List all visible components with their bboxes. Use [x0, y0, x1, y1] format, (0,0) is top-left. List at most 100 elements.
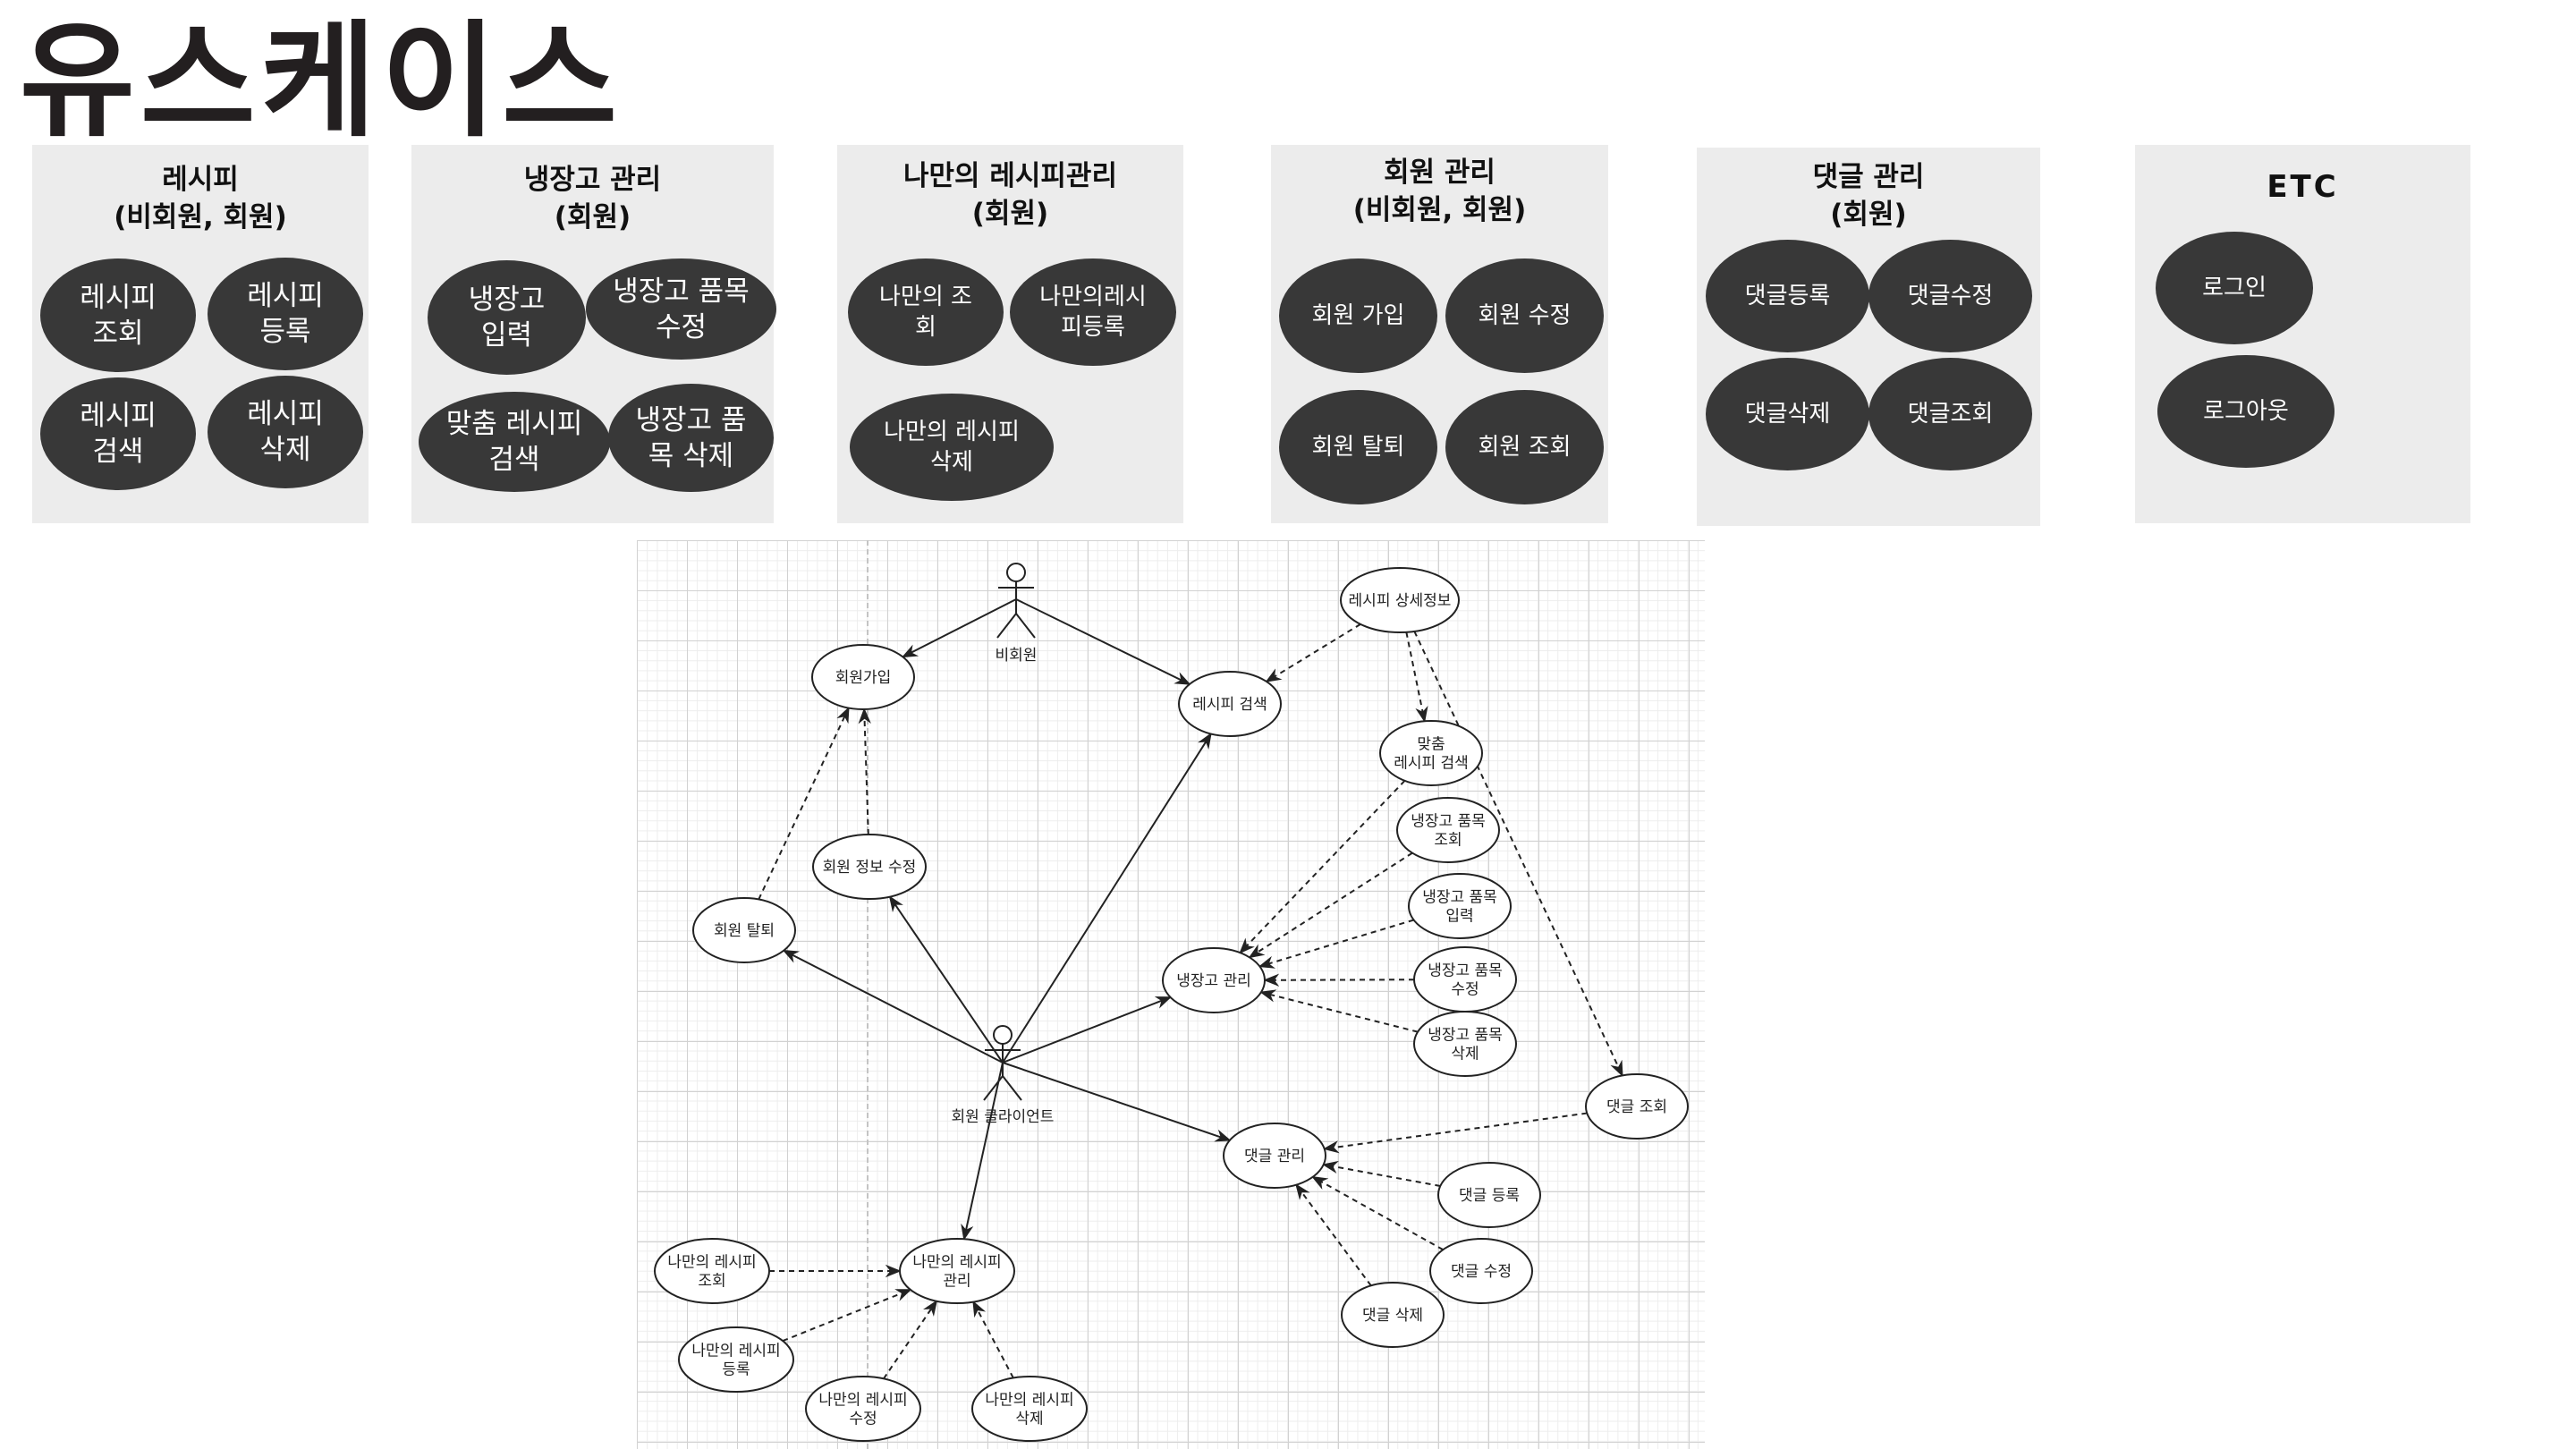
dependency-edge — [1405, 631, 1428, 724]
use-case-ellipse[interactable] — [812, 834, 927, 900]
use-case-member-edit[interactable]: 회원 수정 — [1445, 258, 1604, 373]
use-case-node[interactable]: 댓글 관리 — [1223, 1123, 1326, 1189]
use-case-login[interactable]: 로그인 — [2156, 232, 2313, 344]
use-case-comment-delete[interactable]: 댓글삭제 — [1706, 358, 1869, 470]
use-case-recipe-search[interactable]: 레시피 검색 — [40, 377, 196, 490]
group-title: 댓글 관리 (회원) — [1697, 158, 2040, 233]
use-case-node[interactable]: 레시피 검색 — [1178, 671, 1282, 737]
use-case-member-view[interactable]: 회원 조회 — [1445, 390, 1604, 504]
use-case-label: 냉장고 품목 — [1411, 813, 1486, 831]
dependency-edge — [1321, 1160, 1441, 1187]
use-case-label: 댓글 조회 — [1606, 1098, 1667, 1116]
use-case-member-signup[interactable]: 회원 가입 — [1279, 258, 1437, 373]
actor-head — [1006, 563, 1026, 582]
use-case-ellipse[interactable] — [1413, 1011, 1517, 1077]
dependency-edge — [1239, 780, 1406, 954]
association-edge — [1015, 598, 1191, 685]
use-case-label: 등록 — [722, 1361, 750, 1379]
use-case-node[interactable]: 댓글 삭제 — [1341, 1282, 1445, 1348]
actor-label: 비회원 — [996, 647, 1038, 665]
group-title: 나만의 레시피관리 (회원) — [837, 157, 1183, 233]
use-case-recipe-view[interactable]: 레시피 조회 — [40, 258, 196, 372]
actor-member[interactable] — [983, 1025, 1022, 1101]
use-case-ellipse[interactable] — [805, 1376, 921, 1442]
use-case-ellipse[interactable] — [1396, 797, 1500, 863]
use-case-recipe-add[interactable]: 레시피 등록 — [208, 258, 363, 370]
use-case-label: 나만의 레시피 — [985, 1392, 1073, 1410]
use-case-ellipse[interactable] — [811, 644, 915, 710]
group-fridge: 냉장고 관리 (회원) 냉장고 입력 냉장고 품목 수정 맞춤 레시피 검색 냉… — [411, 145, 776, 523]
use-case-ellipse[interactable] — [1340, 567, 1460, 633]
group-title-line: 댓글 관리 — [1812, 161, 1925, 193]
use-case-ellipse[interactable] — [692, 897, 796, 963]
use-case-logout[interactable]: 로그아웃 — [2157, 355, 2334, 468]
use-case-member-withdraw[interactable]: 회원 탈퇴 — [1279, 390, 1437, 504]
use-case-node[interactable]: 회원가입 — [811, 644, 915, 710]
use-case-ellipse[interactable] — [1379, 720, 1483, 786]
use-case-label: 레시피 상세정보 — [1349, 592, 1452, 610]
use-case-my-recipe-view[interactable]: 나만의 조 회 — [848, 258, 1004, 366]
use-case-node[interactable]: 나만의 레시피관리 — [899, 1238, 1015, 1304]
use-case-node[interactable]: 냉장고 관리 — [1162, 947, 1266, 1013]
use-case-my-recipe-delete[interactable]: 나만의 레시피 삭제 — [850, 394, 1054, 501]
association-edge — [1002, 996, 1173, 1063]
use-case-node[interactable]: 회원 탈퇴 — [692, 897, 796, 963]
use-case-recipe-delete[interactable]: 레시피 삭제 — [208, 376, 363, 488]
use-case-fridge-item-edit[interactable]: 냉장고 품목 수정 — [586, 258, 776, 360]
use-case-ellipse[interactable] — [1437, 1162, 1541, 1228]
use-case-node[interactable]: 댓글 조회 — [1585, 1073, 1689, 1140]
use-case-comment-view[interactable]: 댓글조회 — [1868, 358, 2032, 470]
use-case-ellipse[interactable] — [1162, 947, 1266, 1013]
use-case-ellipse[interactable] — [1178, 671, 1282, 737]
use-case-ellipse[interactable] — [678, 1326, 794, 1393]
group-title-line: (비회원, 회원) — [1352, 194, 1527, 226]
use-case-my-recipe-add[interactable]: 나만의레시 피등록 — [1010, 258, 1176, 366]
association-edge — [782, 949, 1004, 1063]
use-case-ellipse[interactable] — [1408, 873, 1512, 939]
group-title: 냉장고 관리 (회원) — [411, 161, 774, 236]
use-case-label: 입력 — [1445, 908, 1473, 926]
use-case-fridge-item-delete[interactable]: 냉장고 품 목 삭제 — [608, 384, 774, 492]
use-case-node[interactable]: 회원 정보 수정 — [812, 834, 927, 900]
actor-head — [993, 1025, 1013, 1045]
use-case-label: 나만의 레시피 — [667, 1254, 756, 1272]
association-edge — [961, 1062, 1004, 1241]
use-case-ellipse[interactable] — [1585, 1073, 1689, 1140]
group-comment: 댓글 관리 (회원) 댓글등록 댓글수정 댓글삭제 댓글조회 — [1697, 148, 2040, 526]
group-title-line: 회원 관리 — [1384, 157, 1496, 189]
group-title-line: 나만의 레시피관리 — [903, 160, 1117, 192]
use-case-comment-add[interactable]: 댓글등록 — [1706, 240, 1869, 352]
group-title-line: (회원) — [1830, 199, 1907, 231]
use-case-label: 댓글 등록 — [1459, 1187, 1520, 1205]
use-case-label: 나만의 레시피 — [912, 1254, 1001, 1272]
use-case-node[interactable]: 댓글 등록 — [1437, 1162, 1541, 1228]
use-case-ellipse[interactable] — [1429, 1238, 1533, 1304]
group-title: ETC — [2135, 168, 2470, 206]
use-case-label: 조회 — [698, 1273, 725, 1291]
use-case-ellipse[interactable] — [971, 1376, 1088, 1442]
use-case-ellipse[interactable] — [1341, 1282, 1445, 1348]
use-case-custom-recipe-search[interactable]: 맞춤 레시피 검색 — [419, 392, 610, 492]
use-case-node[interactable]: 레시피 상세정보 — [1340, 567, 1460, 633]
actor-guest[interactable] — [996, 563, 1036, 639]
use-case-ellipse[interactable] — [899, 1238, 1015, 1304]
use-case-fridge-input[interactable]: 냉장고 입력 — [428, 260, 586, 375]
group-title-line: 레시피 — [162, 164, 239, 196]
use-case-ellipse[interactable] — [654, 1238, 770, 1304]
use-case-comment-edit[interactable]: 댓글수정 — [1868, 240, 2032, 352]
use-case-node[interactable]: 댓글 수정 — [1429, 1238, 1533, 1304]
dependency-edge — [1295, 1183, 1372, 1286]
use-case-ellipse[interactable] — [1223, 1123, 1326, 1189]
dependency-edge — [1263, 973, 1415, 987]
actor-leg — [996, 613, 1017, 639]
